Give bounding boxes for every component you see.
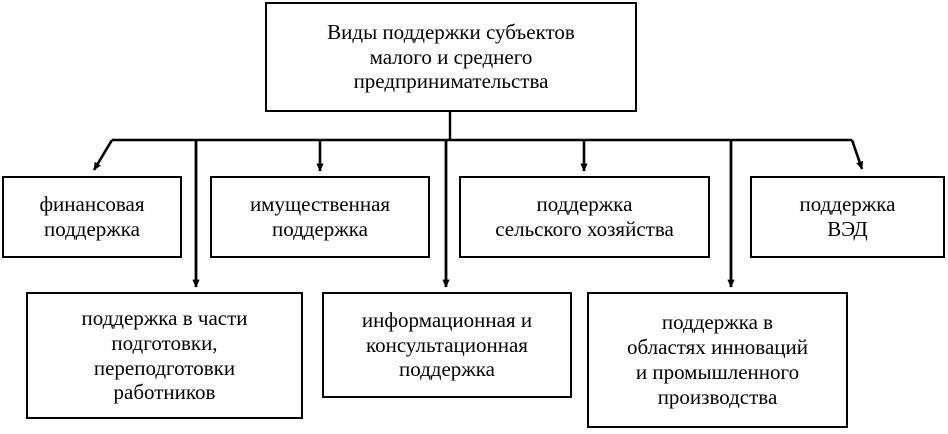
node-agriculture-support[interactable]: поддержка сельского хозяйства [459, 176, 710, 258]
node-label: информационная и консультационная поддер… [361, 307, 533, 382]
node-label: финансовая поддержка [39, 192, 145, 241]
node-information-support[interactable]: информационная и консультационная поддер… [322, 292, 572, 398]
node-label: имущественная поддержка [249, 192, 391, 241]
node-foreign-trade-support[interactable]: поддержка ВЭД [750, 176, 945, 258]
node-label: поддержка в части подготовки, переподгот… [81, 305, 248, 405]
node-support-types-root[interactable]: Виды поддержки субъектов малого и средне… [265, 2, 637, 112]
node-label: поддержка сельского хозяйства [495, 192, 674, 241]
node-property-support[interactable]: имущественная поддержка [210, 176, 430, 258]
connector-to-foreign-trade [850, 139, 864, 170]
node-innovation-support[interactable]: поддержка в областях инноваций и промышл… [587, 292, 848, 428]
node-label: Виды поддержки субъектов малого и средне… [327, 19, 575, 94]
node-financial-support[interactable]: финансовая поддержка [2, 176, 182, 258]
node-label: поддержка ВЭД [799, 192, 896, 241]
node-label: поддержка в областях инноваций и промышл… [627, 310, 808, 409]
node-training-support[interactable]: поддержка в части подготовки, переподгот… [26, 292, 303, 419]
connector-to-financial [92, 139, 114, 171]
